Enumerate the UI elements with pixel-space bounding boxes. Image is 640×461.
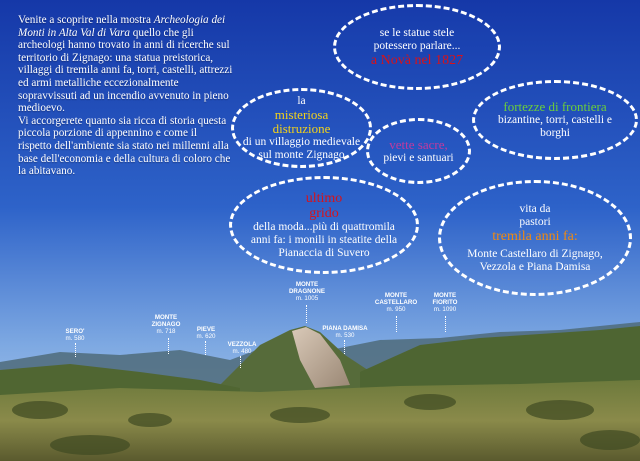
bubble-vette-sacre: vette sacre, pievi e santuari xyxy=(366,118,471,184)
bubble-statue-text: se le statue stele potessero parlare... xyxy=(373,26,461,52)
shrubs xyxy=(12,394,640,455)
bubble-distruzione-pre: la xyxy=(297,94,306,107)
bubble-pastori: vita da pastori tremila anni fa: Monte C… xyxy=(438,180,632,296)
intro-line1: Venite a scoprire nella mostra xyxy=(18,14,151,26)
peak-name: MONTE FIORITO xyxy=(432,292,458,306)
bubble-vette-highlight: vette sacre, xyxy=(389,136,448,152)
intro-line2: quello che gli archeologi hanno trovato … xyxy=(18,26,233,115)
peak-name: PIANA DAMISA xyxy=(322,325,368,332)
peak-name: PIEVE xyxy=(196,326,216,333)
peak-name: VEZZOLA xyxy=(227,341,257,348)
peak-piana-damisa: PIANA DAMISA m. 530 xyxy=(320,325,370,339)
bubble-pastori-text: Monte Castellaro di Zignago, Vezzola e P… xyxy=(467,247,603,273)
peak-altitude: m. 480 xyxy=(232,348,252,355)
peak-pin xyxy=(240,356,241,368)
peak-monte-zignago: MONTE ZIGNAGO m. 718 xyxy=(142,314,190,335)
bubble-grido-highlight: ultimo grido xyxy=(305,190,343,221)
peak-name: MONTE DRAGNONE xyxy=(288,281,326,295)
peak-sero: SERO' m. 580 xyxy=(55,328,95,342)
peak-altitude: m. 950 xyxy=(386,306,406,313)
peak-pin xyxy=(205,341,206,355)
peak-monte-dragnone: MONTE DRAGNONE m. 1005 xyxy=(282,281,332,302)
peak-monte-castellaro: MONTE CASTELLARO m. 950 xyxy=(368,292,424,313)
bubble-statue-highlight: a Novà nel 1827 xyxy=(370,52,464,68)
bubble-vette-text: pievi e santuari xyxy=(383,151,454,164)
rocky-face xyxy=(292,327,350,388)
bubble-fortezze-text: bizantine, torri, castelli e borghi xyxy=(498,114,612,139)
bubble-fortezze-highlight: fortezze di frontiera xyxy=(503,99,607,114)
bubble-pastori-pre: vita da pastori xyxy=(519,202,551,228)
intro-text: Venite a scoprire nella mostra Archeolog… xyxy=(18,14,233,178)
peak-altitude: m. 530 xyxy=(335,332,355,339)
peak-name: SERO' xyxy=(65,328,85,335)
bubble-distruzione-text: di un villaggio medievale sul monte Zign… xyxy=(242,135,361,161)
peak-pin xyxy=(445,316,446,332)
intro-line3: Vi accorgerete quanto sia ricca di stori… xyxy=(18,114,231,178)
peak-pin xyxy=(306,305,307,323)
bubble-distruzione-highlight: misteriosa distruzione xyxy=(272,106,331,136)
peak-altitude: m. 580 xyxy=(65,335,85,342)
peak-vezzola: VEZZOLA m. 480 xyxy=(224,341,260,355)
exhibition-title: Archeologia dei Monti in Alta Val di Var… xyxy=(18,14,226,39)
peak-pin xyxy=(396,316,397,332)
peak-monte-fiorito: MONTE FIORITO m. 1090 xyxy=(425,292,465,313)
bubble-ultimo-grido: ultimo grido della moda...più di quattro… xyxy=(229,176,419,274)
peak-pin xyxy=(168,338,169,354)
peak-name: MONTE ZIGNAGO xyxy=(151,314,181,328)
bubble-fortezze: fortezze di frontiera bizantine, torri, … xyxy=(472,80,638,160)
peak-altitude: m. 620 xyxy=(196,333,216,340)
bubble-distruzione: la misteriosa distruzione di un villaggi… xyxy=(231,88,372,168)
peak-altitude: m. 1090 xyxy=(433,306,457,313)
peak-altitude: m. 718 xyxy=(156,328,176,335)
peak-pin xyxy=(344,340,345,354)
peak-altitude: m. 1005 xyxy=(295,295,319,302)
peak-name: MONTE CASTELLARO xyxy=(374,292,418,306)
peak-pieve: PIEVE m. 620 xyxy=(190,326,222,340)
bubble-pastori-highlight: tremila anni fa: xyxy=(492,228,578,244)
bubble-grido-text: della moda...più di quattromila anni fa:… xyxy=(250,220,398,259)
peak-pin xyxy=(75,343,76,357)
bubble-statue-stele: se le statue stele potessero parlare... … xyxy=(333,4,501,90)
